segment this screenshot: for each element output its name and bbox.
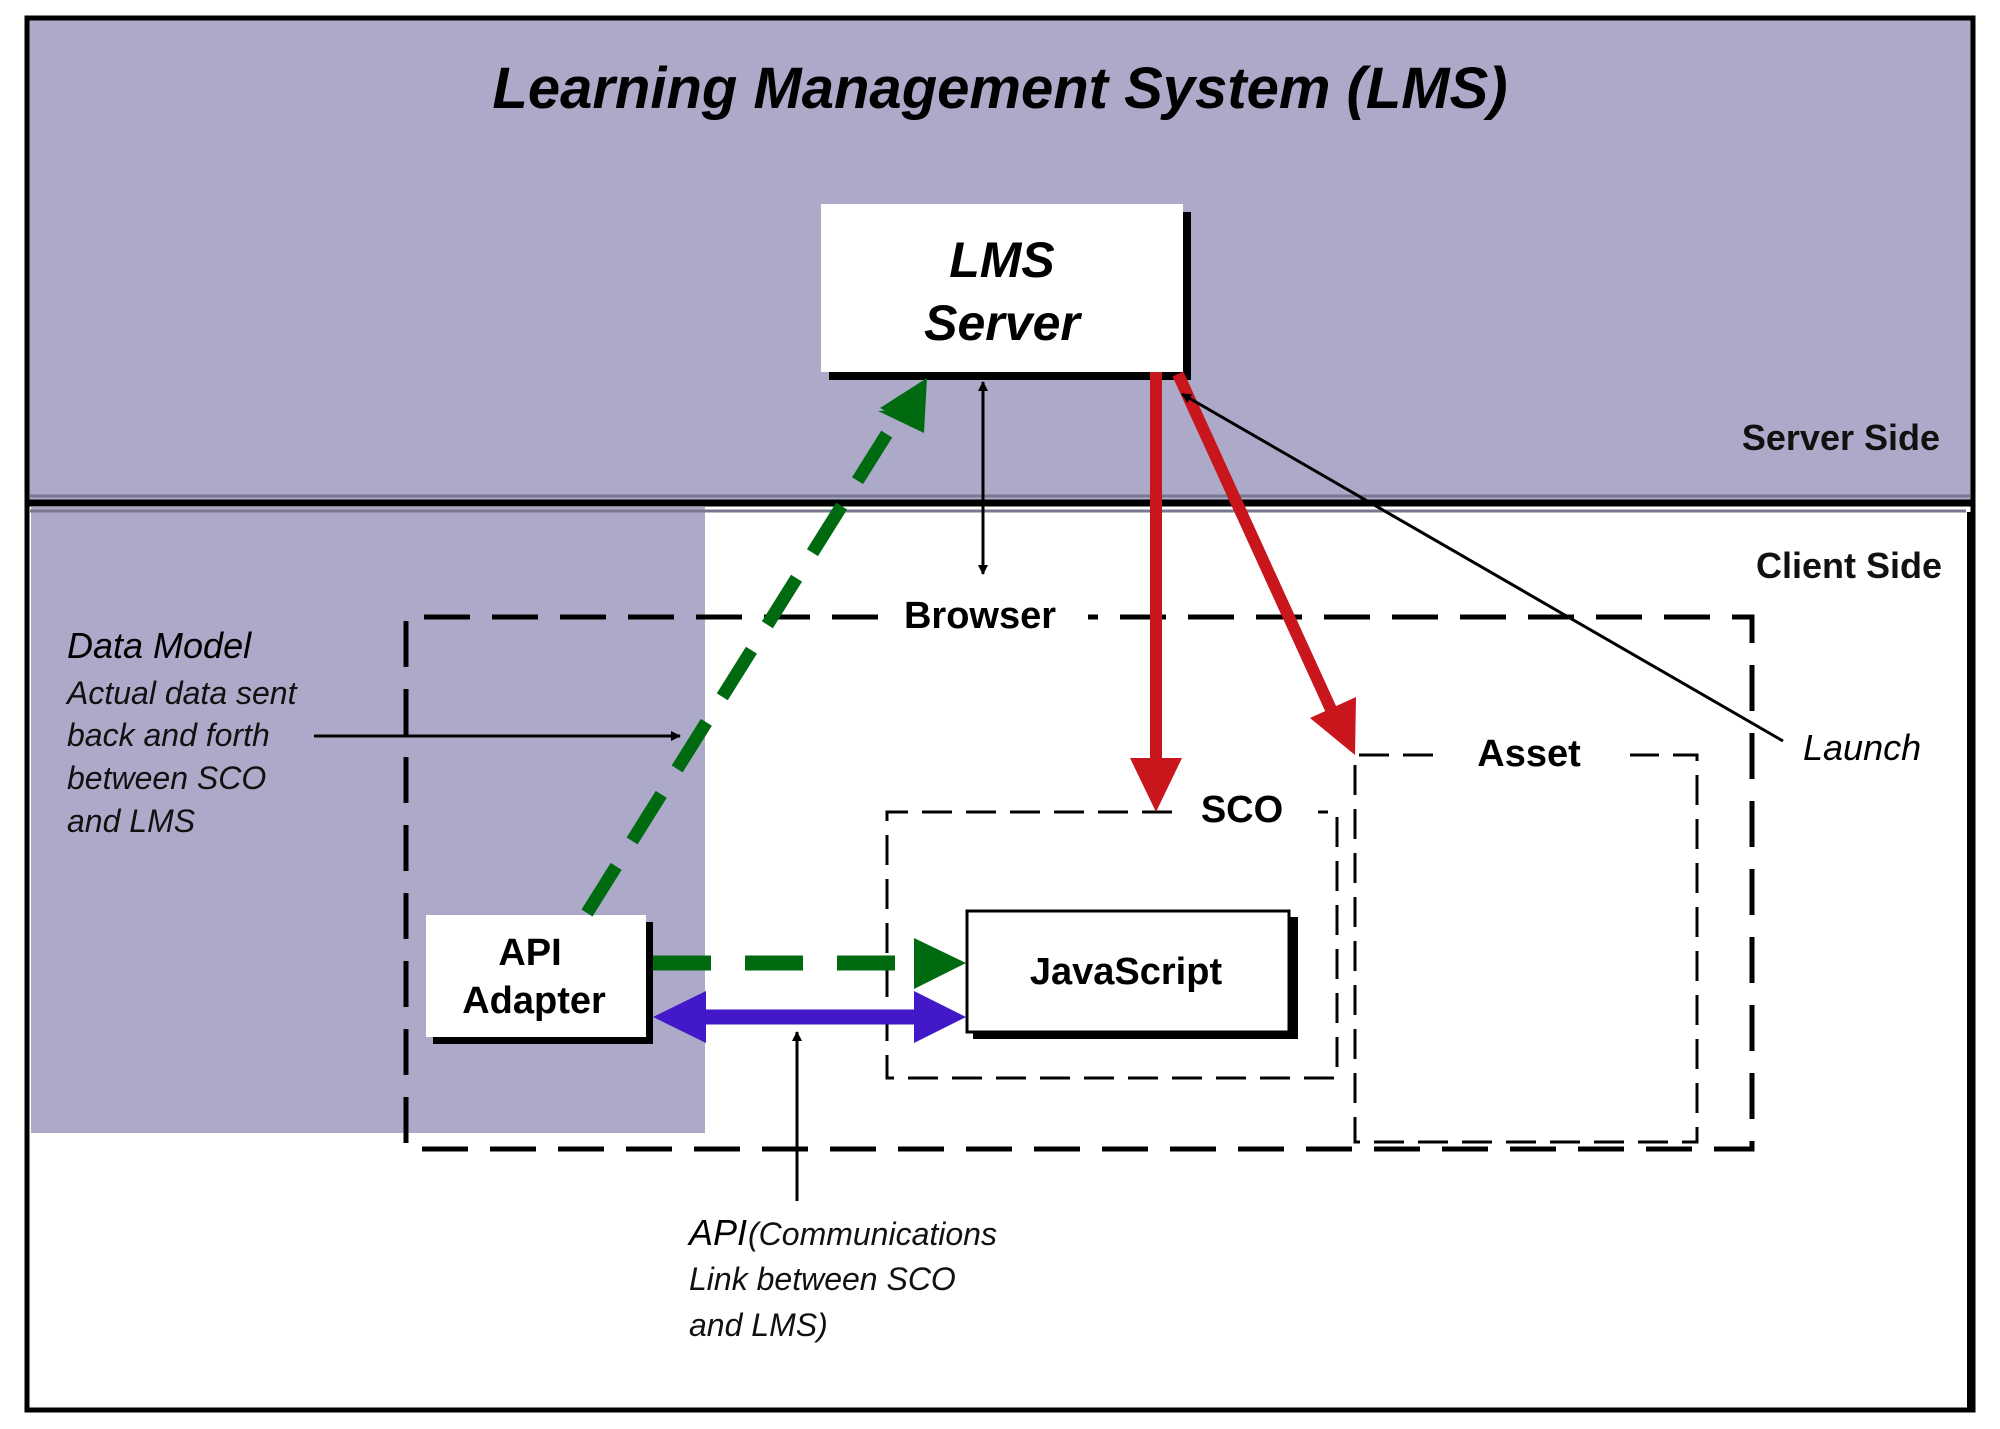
- data-model-line-2: back and forth: [67, 717, 270, 753]
- data-model-line-3: between SCO: [67, 760, 266, 796]
- lms-server-label-line1: LMS: [949, 232, 1055, 288]
- asset-border: [1353, 753, 1699, 1144]
- api-adapter-label-line2: Adapter: [462, 980, 606, 1022]
- api-link-arrow: [653, 991, 966, 1043]
- client-side-label: Client Side: [1756, 545, 1942, 586]
- api-note: API (Communications Link between SCO and…: [687, 1212, 997, 1343]
- api-note-line-1: (Communications: [748, 1216, 997, 1252]
- launch-arrow-to-asset-line: [1172, 371, 1340, 719]
- javascript-rect: [965, 909, 1291, 1034]
- api-adapter-rect: [426, 915, 646, 1037]
- javascript-label: JavaScript: [1030, 951, 1223, 993]
- api-note-line-2: Link between SCO: [689, 1261, 956, 1297]
- launch-arrow-to-sco-head: [1130, 758, 1182, 812]
- lms-server-label-line2: Server: [924, 295, 1082, 351]
- launch-arrow-to-sco: [1130, 372, 1182, 812]
- data-model-arrow-to-server: [581, 378, 927, 917]
- data-model-arrow-to-server-line: [581, 428, 894, 917]
- data-model-heading: Data Model: [67, 625, 252, 666]
- launch-pointer-line: [1181, 392, 1784, 743]
- launch-label[interactable]: Launch: [1803, 727, 1921, 768]
- api-note-heading: API: [687, 1212, 747, 1253]
- data-model-arrow-to-javascript: [653, 938, 966, 989]
- asset-label: Asset: [1477, 733, 1581, 775]
- lms-server-rect: [821, 204, 1183, 372]
- data-model-note: Data Model Actual data sent back and for…: [65, 625, 298, 839]
- api-note-line-3: and LMS): [689, 1307, 828, 1343]
- api-adapter-label-line1: API: [498, 932, 561, 974]
- server-side-label: Server Side: [1742, 417, 1940, 458]
- data-model-line-1: Actual data sent: [65, 675, 298, 711]
- launch-arrow-to-asset-head: [1310, 697, 1356, 755]
- api-link-arrow-head-right: [914, 991, 966, 1043]
- browser-box[interactable]: Browser: [403, 595, 1755, 1152]
- browser-border: [403, 614, 1755, 1152]
- sco-border: [885, 810, 1339, 1080]
- data-model-arrow-to-server-head-fill: [878, 378, 927, 433]
- lms-server-box[interactable]: LMS Server: [821, 204, 1191, 380]
- asset-box[interactable]: Asset: [1353, 733, 1699, 1144]
- browser-label: Browser: [904, 595, 1056, 637]
- launch-arrow-to-asset: [1172, 371, 1356, 755]
- data-model-line-4: and LMS: [67, 803, 195, 839]
- javascript-box[interactable]: JavaScript: [965, 909, 1298, 1039]
- api-link-arrow-head-left: [653, 991, 706, 1043]
- api-adapter-box[interactable]: API Adapter: [426, 915, 653, 1044]
- sco-label: SCO: [1201, 789, 1283, 831]
- sco-box[interactable]: SCO: [885, 789, 1339, 1080]
- data-model-arrow-to-javascript-head: [914, 938, 966, 989]
- diagram-title: Learning Management System (LMS): [492, 56, 1507, 121]
